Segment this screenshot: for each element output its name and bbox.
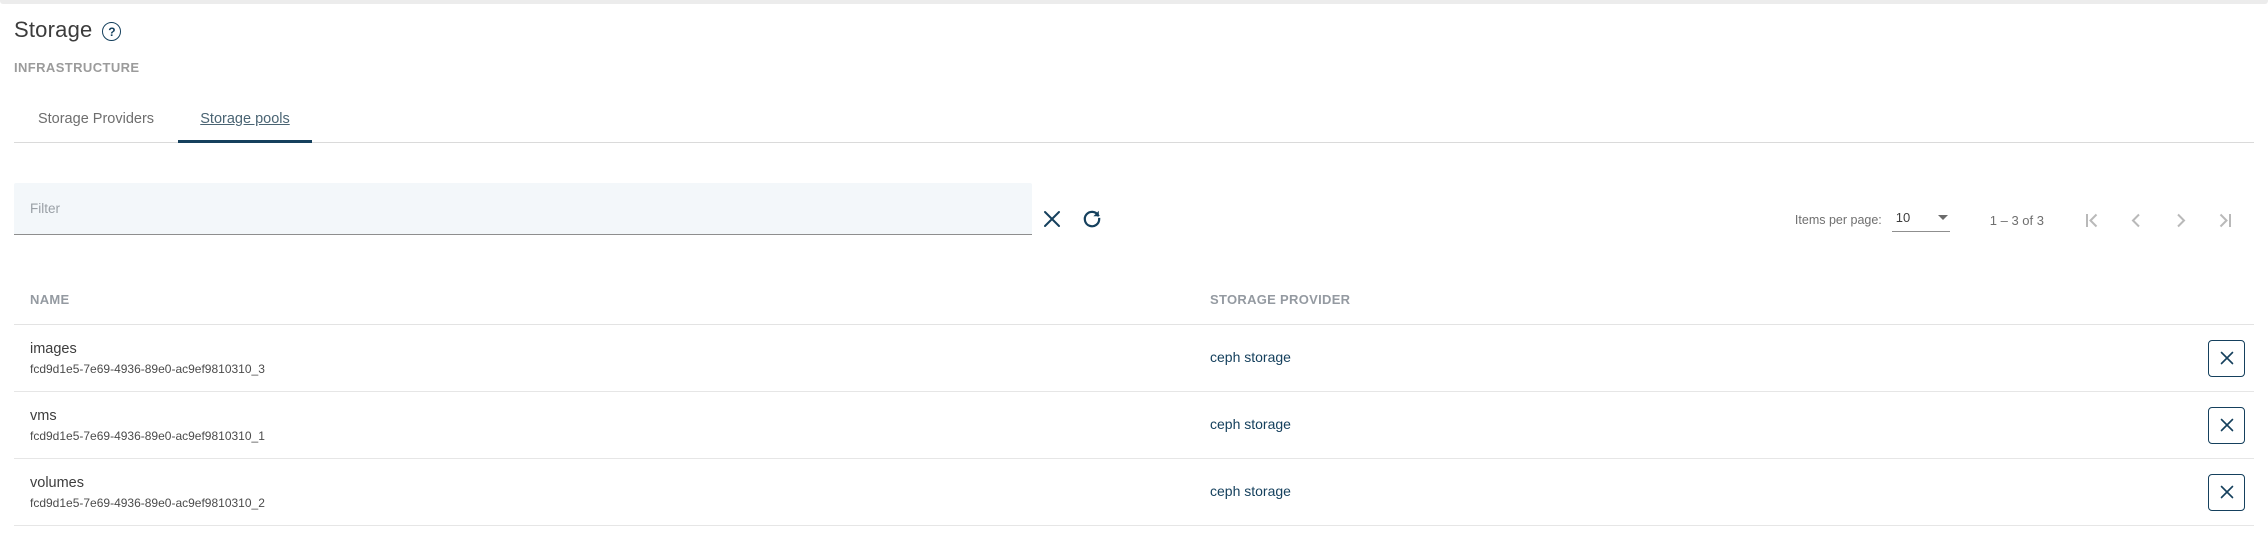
table-row: vms fcd9d1e5-7e69-4936-89e0-ac9ef9810310… (14, 392, 2254, 459)
active-tab-indicator (178, 140, 312, 143)
page-title: Storage (14, 17, 93, 42)
column-header-storage-provider: STORAGE PROVIDER (1210, 291, 1351, 307)
provider-link[interactable]: ceph storage (1210, 483, 1291, 499)
top-divider (0, 0, 2268, 4)
page-range-label: 1 – 3 of 3 (1989, 212, 2044, 228)
last-page-button[interactable] (2202, 205, 2246, 235)
items-per-page-label: Items per page: (1794, 213, 1882, 227)
chevron-right-icon (2171, 211, 2190, 230)
previous-page-button[interactable] (2114, 205, 2158, 235)
refresh-icon (1082, 209, 1102, 229)
pool-id: fcd9d1e5-7e69-4936-89e0-ac9ef9810310_3 (30, 361, 265, 376)
section-label: INFRASTRUCTURE (14, 60, 140, 75)
first-page-icon (2083, 211, 2102, 230)
column-header-name: NAME (30, 291, 70, 307)
next-page-button[interactable] (2158, 205, 2202, 235)
last-page-icon (2215, 211, 2234, 230)
x-icon (2219, 350, 2235, 366)
pool-name: volumes (30, 474, 84, 491)
refresh-button[interactable] (1072, 199, 1112, 239)
paginator-nav (2070, 205, 2246, 235)
provider-link[interactable]: ceph storage (1210, 349, 1291, 365)
pool-id: fcd9d1e5-7e69-4936-89e0-ac9ef9810310_2 (30, 495, 265, 510)
tab-label: Storage pools (200, 110, 290, 127)
remove-pool-button[interactable] (2208, 406, 2245, 444)
page-header: Storage ? (14, 17, 2254, 43)
x-icon (2219, 484, 2235, 500)
pool-name: vms (30, 407, 57, 424)
tab-storage-providers[interactable]: Storage Providers (14, 95, 178, 142)
table-row: volumes fcd9d1e5-7e69-4936-89e0-ac9ef981… (14, 459, 2254, 526)
paginator: Items per page: 10 1 – 3 of 3 (1795, 205, 2246, 235)
table-header: NAME STORAGE PROVIDER (14, 275, 2254, 325)
pool-name: images (30, 340, 77, 357)
filter-input[interactable] (14, 183, 1032, 234)
page-size-value: 10 (1895, 210, 1911, 225)
provider-link[interactable]: ceph storage (1210, 416, 1291, 432)
remove-pool-button[interactable] (2208, 473, 2245, 511)
table-row: images fcd9d1e5-7e69-4936-89e0-ac9ef9810… (14, 325, 2254, 392)
tab-label: Storage Providers (37, 110, 155, 127)
x-icon (1043, 210, 1061, 228)
clear-filter-button[interactable] (1032, 199, 1072, 239)
toolbar: Items per page: 10 1 – 3 of 3 (14, 183, 2254, 235)
first-page-button[interactable] (2070, 205, 2114, 235)
chevron-left-icon (2127, 211, 2146, 230)
remove-pool-button[interactable] (2208, 339, 2245, 377)
tab-storage-pools[interactable]: Storage pools (178, 95, 312, 143)
page-size-select[interactable]: 10 (1891, 208, 1950, 232)
tab-bar: Storage Providers Storage pools (14, 95, 2254, 143)
chevron-down-icon (1937, 215, 1948, 220)
pool-id: fcd9d1e5-7e69-4936-89e0-ac9ef9810310_1 (30, 428, 265, 443)
storage-pools-table: NAME STORAGE PROVIDER images fcd9d1e5-7e… (14, 275, 2254, 526)
help-icon[interactable]: ? (102, 22, 122, 41)
filter-field (14, 183, 1032, 235)
x-icon (2219, 417, 2235, 433)
